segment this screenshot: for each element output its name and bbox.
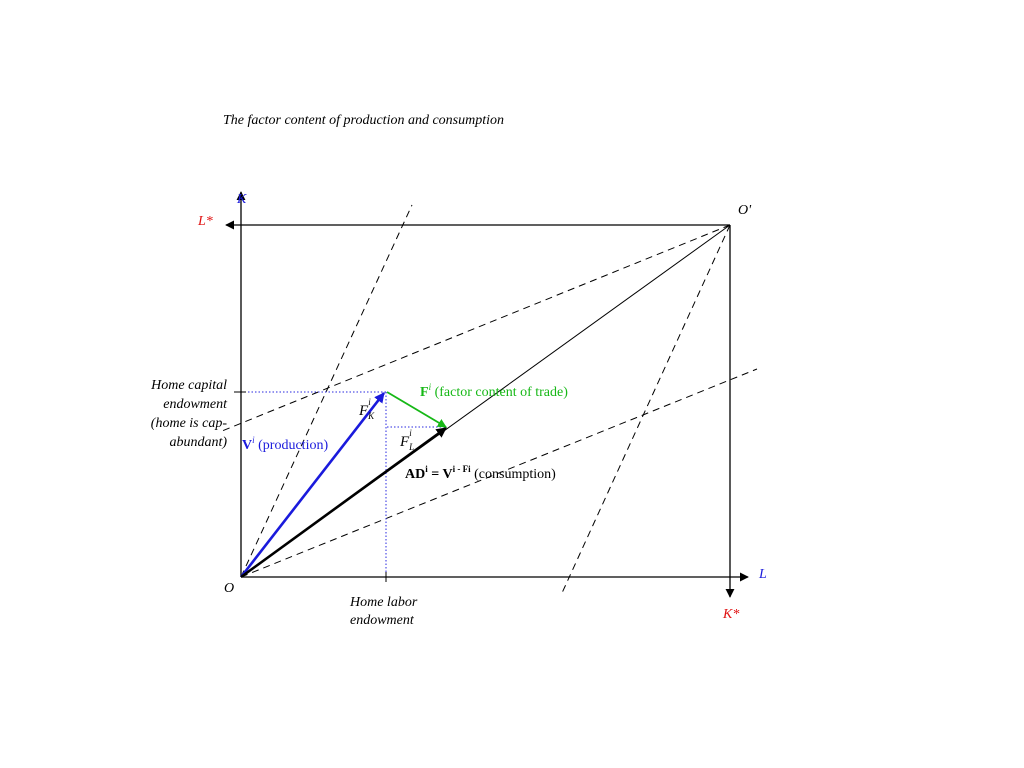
fk-sup: i (368, 397, 371, 407)
capital-label-line4: abundant) (169, 435, 227, 450)
production-text: (production) (255, 438, 329, 453)
consumption-eq: = V (428, 467, 453, 482)
foreign-steep-ray (561, 224, 731, 594)
consumption-label: ADi = Vi - Fi (consumption) (405, 464, 556, 482)
production-sup: i (252, 435, 255, 445)
foreign-flat-ray (221, 224, 731, 432)
diagram-title: The factor content of production and con… (223, 113, 504, 128)
origin-foreign-label: O' (738, 203, 752, 218)
consumption-sup2: i (453, 464, 456, 474)
fl-sub: L (408, 442, 414, 452)
production-symbol: V (242, 438, 252, 453)
consumption-sup1: i (425, 464, 428, 474)
capital-label-line3: (home is cap- (151, 416, 228, 431)
consumption-sup3: i (468, 464, 471, 474)
trade-label: Fi (factor content of trade) (420, 382, 568, 400)
k-axis-label: K (236, 192, 247, 207)
capital-label-line2: endowment (163, 397, 228, 412)
k-star-label: K* (722, 607, 739, 622)
l-star-label: L* (197, 214, 213, 229)
consumption-text: (consumption) (471, 467, 556, 482)
fk-sub: K (367, 411, 375, 421)
consumption-prefix: AD (405, 467, 425, 482)
labor-label-line2: endowment (350, 613, 415, 628)
capital-label-line1: Home capital (150, 378, 227, 393)
trade-symbol: F (420, 385, 429, 400)
fk-label: FKi (358, 397, 375, 421)
consumption-minus: - F (455, 464, 468, 474)
trade-text: (factor content of trade) (431, 385, 568, 400)
fk-symbol: F (358, 403, 369, 419)
labor-endowment-label: Home labor endowment (349, 595, 418, 628)
home-flat-ray (240, 368, 758, 578)
origin-home-label: O (224, 581, 234, 596)
production-vector (239, 392, 386, 578)
fl-symbol: F (399, 434, 410, 450)
trade-sup: i (429, 382, 432, 392)
l-axis-label: L (758, 567, 767, 582)
home-steep-ray (240, 204, 413, 578)
consumption-vector (240, 426, 447, 579)
trade-vector (386, 391, 447, 428)
fl-label: FLi (399, 428, 414, 452)
production-label: Vi (production) (242, 435, 328, 453)
capital-endowment-label: Home capital endowment (home is cap- abu… (150, 378, 228, 450)
fl-sup: i (409, 428, 412, 438)
labor-label-line1: Home labor (349, 595, 418, 610)
